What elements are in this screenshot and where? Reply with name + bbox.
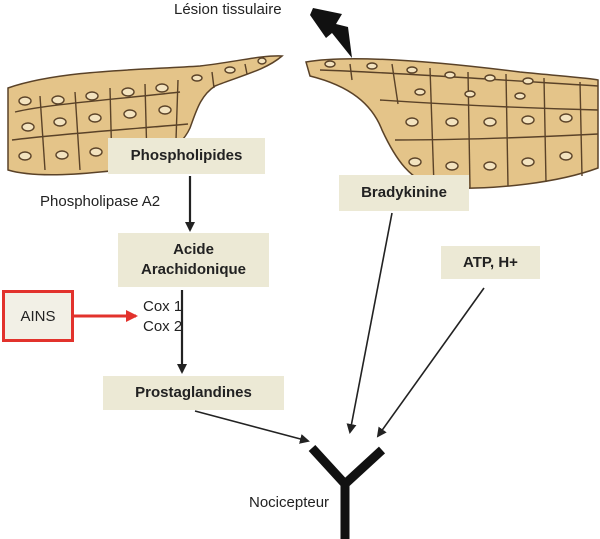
node-bradykinine-label: Bradykinine	[361, 184, 447, 201]
node-prostaglandines: Prostaglandines	[103, 376, 284, 410]
node-bradykinine: Bradykinine	[339, 175, 469, 211]
node-ains-label: AINS	[20, 307, 56, 325]
node-acide-arachidonique: Acide Arachidonique	[118, 233, 269, 287]
node-phospholipides: Phospholipides	[108, 138, 265, 174]
title-lesion-tissulaire: Lésion tissulaire	[174, 1, 282, 18]
node-atp-label: ATP, H+	[463, 253, 518, 271]
label-cox2: Cox 2	[143, 318, 183, 335]
label-phospholipase-a2: Phospholipase A2	[40, 193, 161, 210]
arrow-bradykinine-to-nocicepteur	[346, 212, 393, 434]
label-nocicepteur: Nocicepteur	[249, 494, 330, 511]
arrow-prostaglandines-to-nocicepteur	[194, 410, 310, 444]
node-acide-label-line2: Arachidonique	[140, 261, 246, 278]
node-acide-label-line1: Acide	[173, 241, 214, 258]
node-atp-h: ATP, H+	[441, 246, 540, 279]
node-ains: AINS	[2, 290, 74, 342]
left-tissue-flap	[7, 55, 284, 176]
node-prostaglandines-label: Prostaglandines	[135, 384, 252, 401]
lightning-icon	[310, 8, 352, 58]
arrow-atp-to-nocicepteur	[376, 287, 485, 438]
right-tissue-flap	[305, 57, 599, 190]
nocicepteur-receptor-icon	[308, 444, 386, 539]
node-phospholipides-label: Phospholipides	[130, 147, 243, 164]
label-cox1: Cox 1	[143, 298, 183, 315]
